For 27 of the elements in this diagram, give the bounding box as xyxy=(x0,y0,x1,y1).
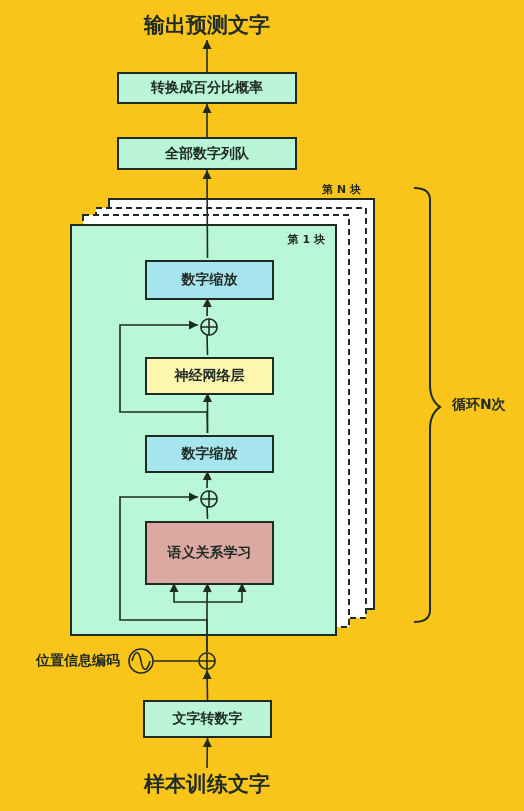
process-box: 转换成百分比概率 xyxy=(117,72,297,104)
arrow xyxy=(119,492,208,652)
panel-heading: 第 N 块 xyxy=(322,182,361,198)
sum-circle xyxy=(198,652,216,670)
arrow xyxy=(202,738,212,768)
process-box: 全部数字列队 xyxy=(117,137,297,170)
process-box: 神经网络层 xyxy=(145,357,274,395)
sum-circle xyxy=(200,318,218,336)
arrow xyxy=(202,670,212,700)
sum-circle xyxy=(200,490,218,508)
input-heading: 样本训练文字 xyxy=(127,768,287,800)
process-box: 文字转数字 xyxy=(143,700,272,738)
arrow xyxy=(119,320,208,434)
node-caption: 位置信息编码 xyxy=(36,652,120,671)
arrow xyxy=(203,393,212,433)
process-box: 数字缩放 xyxy=(145,260,274,300)
block-panel xyxy=(70,224,337,636)
arrow xyxy=(202,170,212,258)
brace-label: 循环N次 xyxy=(452,397,506,413)
process-box: 数字缩放 xyxy=(145,435,274,473)
arrow xyxy=(202,470,212,488)
arrow xyxy=(202,298,212,316)
output-heading: 输出预测文字 xyxy=(137,10,277,40)
arrow xyxy=(202,104,212,137)
process-box: 语义关系学习 xyxy=(145,521,274,585)
arrow xyxy=(202,40,212,72)
panel-heading: 第 1 块 xyxy=(288,232,325,247)
